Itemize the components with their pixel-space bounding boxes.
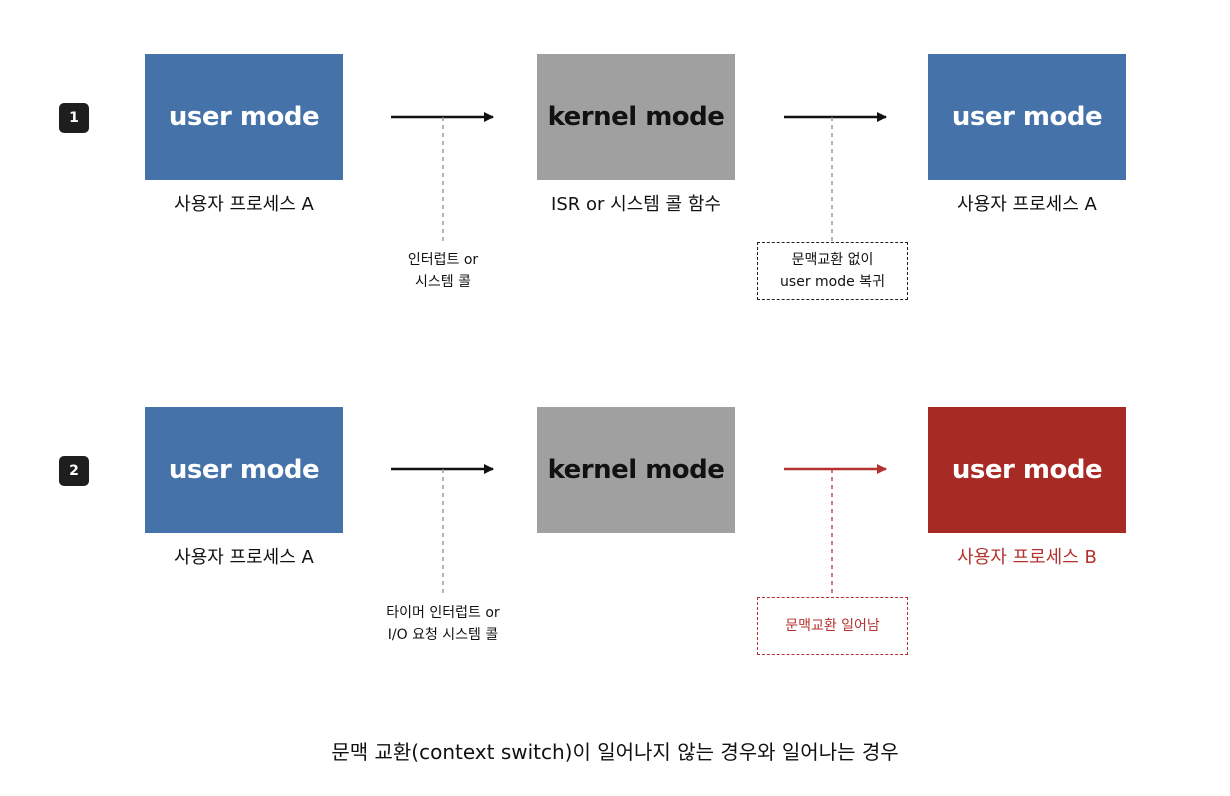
kernel-mode-box: kernel mode — [537, 54, 735, 180]
box-label: user mode — [168, 102, 320, 132]
user-mode-box: user mode — [145, 407, 343, 533]
process-caption: 사용자 프로세스 A — [957, 194, 1097, 215]
row-number-badge: 2 — [59, 456, 89, 486]
box-label: user mode — [951, 102, 1103, 132]
note-line: I/O 요청 시스템 콜 — [387, 627, 499, 643]
box-label: user mode — [168, 455, 320, 485]
figure-caption: 문맥 교환(context switch)이 일어나지 않는 경우와 일어나는 … — [331, 740, 899, 764]
process-caption: 사용자 프로세스 A — [174, 547, 314, 568]
note-line: 문맥교환 일어남 — [785, 618, 880, 634]
note-line: 타이머 인터럽트 or — [386, 605, 500, 621]
kernel-caption: ISR or 시스템 콜 함수 — [551, 194, 721, 215]
kernel-mode-box: kernel mode — [537, 407, 735, 533]
context-switch-note: 문맥교환 일어남 — [757, 597, 908, 655]
user-mode-box: user mode — [928, 54, 1126, 180]
row-number-badge: 1 — [59, 103, 89, 133]
process-caption-switched: 사용자 프로세스 B — [957, 547, 1097, 568]
note-line: 문맥교환 없이 — [791, 252, 874, 268]
transition-note-left: 타이머 인터럽트 or I/O 요청 시스템 콜 — [353, 602, 533, 646]
no-context-switch-note: 문맥교환 없이 user mode 복귀 — [757, 242, 908, 300]
note-line: 시스템 콜 — [415, 274, 471, 290]
note-line: 인터럽트 or — [407, 252, 479, 268]
box-label: kernel mode — [547, 455, 725, 485]
user-mode-box: user mode — [145, 54, 343, 180]
transition-note-left: 인터럽트 or 시스템 콜 — [368, 249, 518, 293]
box-label: kernel mode — [547, 102, 725, 132]
box-label: user mode — [951, 455, 1103, 485]
process-caption: 사용자 프로세스 A — [174, 194, 314, 215]
note-line: user mode 복귀 — [780, 274, 885, 290]
user-mode-box-switched: user mode — [928, 407, 1126, 533]
